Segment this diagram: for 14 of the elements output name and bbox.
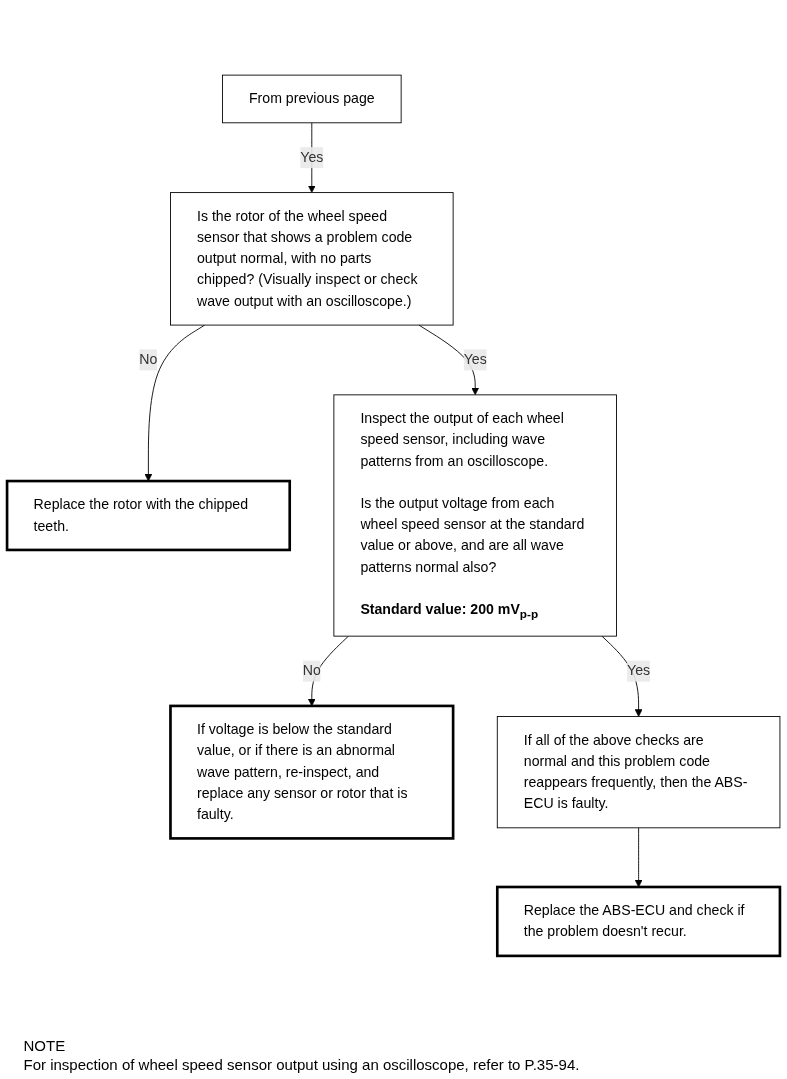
- node-box: Replace the rotor with the chipped teeth.: [5, 479, 292, 552]
- note-heading: NOTE: [23, 1037, 67, 1054]
- node-box: Is the rotor of the wheel speed sensor that shows a problem code output normal, with no parts chipped? (Visually inspect or check wave output with an oscilloscope.): [170, 192, 454, 326]
- edge-label: No: [139, 352, 158, 368]
- node-box: From previous page: [222, 74, 402, 124]
- edge-label: Yes: [627, 663, 651, 679]
- edge-label: Yes: [463, 352, 487, 368]
- node-box: If all of the above checks are normal and this problem code reappears frequently, then the ABS-ECU is faulty.: [496, 716, 781, 829]
- edge-label: Yes: [300, 149, 324, 165]
- note-text: For inspection of wheel speed sensor output using an oscilloscope, refer to P.35-94.: [23, 1056, 581, 1073]
- node-box: If voltage is below the standard value, or if there is an abnormal wave pattern, re-inspect, and replace any sensor or rotor that is faulty.: [169, 704, 455, 840]
- node-box: Replace the ABS-ECU and check if the problem doesn't recur.: [495, 885, 782, 958]
- node-box: Inspect the output of each wheel speed sensor, including wave patterns from an oscilloscope. Is the output voltage from each wheel speed sensor at the standard value or above, and are all wave patterns normal also? Standard value: 200 mV$_{p-p}$: [333, 394, 617, 637]
- edge-label: No: [302, 663, 321, 679]
